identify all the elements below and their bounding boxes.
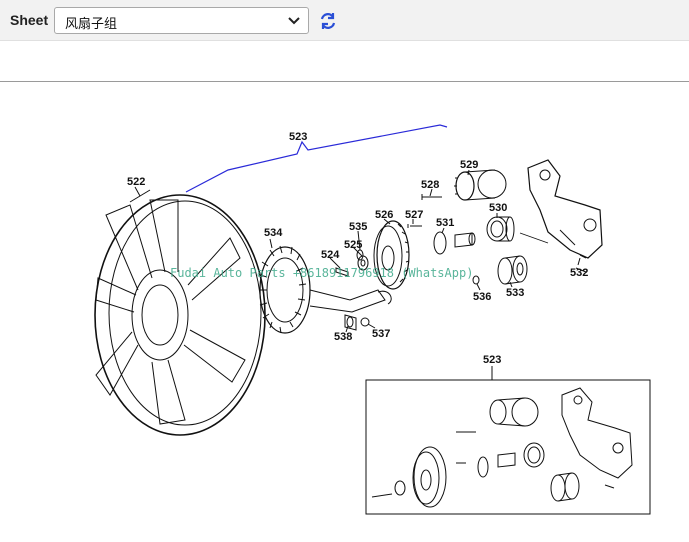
- parts-diagram: 523 522 534 535 525 524 526 527 528 529 …: [0, 82, 689, 542]
- callout-532[interactable]: 532: [570, 267, 588, 279]
- callout-528[interactable]: 528: [421, 179, 439, 191]
- bracket-532: [527, 159, 603, 259]
- toolbar: Sheet 风扇子组: [0, 0, 689, 41]
- sheet-label: Sheet: [10, 12, 49, 28]
- callout-536[interactable]: 536: [473, 291, 491, 303]
- callout-537[interactable]: 537: [372, 328, 390, 340]
- callout-522[interactable]: 522: [127, 176, 145, 188]
- pulley-529: [454, 169, 507, 201]
- fan-blade-assembly: [94, 189, 266, 436]
- callout-523[interactable]: 523: [289, 131, 307, 143]
- callout-530[interactable]: 530: [489, 202, 507, 214]
- callout-533[interactable]: 533: [506, 287, 524, 299]
- sheet-select[interactable]: 风扇子组: [54, 7, 309, 34]
- parts-diagram-svg: 523 522 534 535 525 524 526 527 528 529 …: [94, 124, 651, 515]
- callout-535[interactable]: 535: [349, 221, 367, 233]
- viscous-clutch: [259, 245, 392, 334]
- chevron-down-icon: [288, 17, 300, 25]
- callout-523-inset[interactable]: 523: [483, 354, 501, 366]
- inset-assembly-view: [365, 366, 651, 515]
- callout-527[interactable]: 527: [405, 209, 423, 221]
- watermark-text: Fudai Auto Parts +8618911796918 (WhatsAp…: [170, 266, 473, 280]
- callout-526[interactable]: 526: [375, 209, 393, 221]
- refresh-icon[interactable]: [318, 11, 338, 31]
- callout-529[interactable]: 529: [460, 159, 478, 171]
- callout-525[interactable]: 525: [344, 239, 362, 251]
- callout-524[interactable]: 524: [321, 249, 340, 261]
- pulley-526: [373, 220, 410, 290]
- sheet-select-value: 风扇子组: [65, 17, 118, 32]
- toolbar-divider: [0, 81, 689, 82]
- callout-538[interactable]: 538: [334, 331, 352, 343]
- callout-531[interactable]: 531: [436, 217, 454, 229]
- roller-533: [497, 255, 528, 285]
- callout-534[interactable]: 534: [264, 227, 283, 239]
